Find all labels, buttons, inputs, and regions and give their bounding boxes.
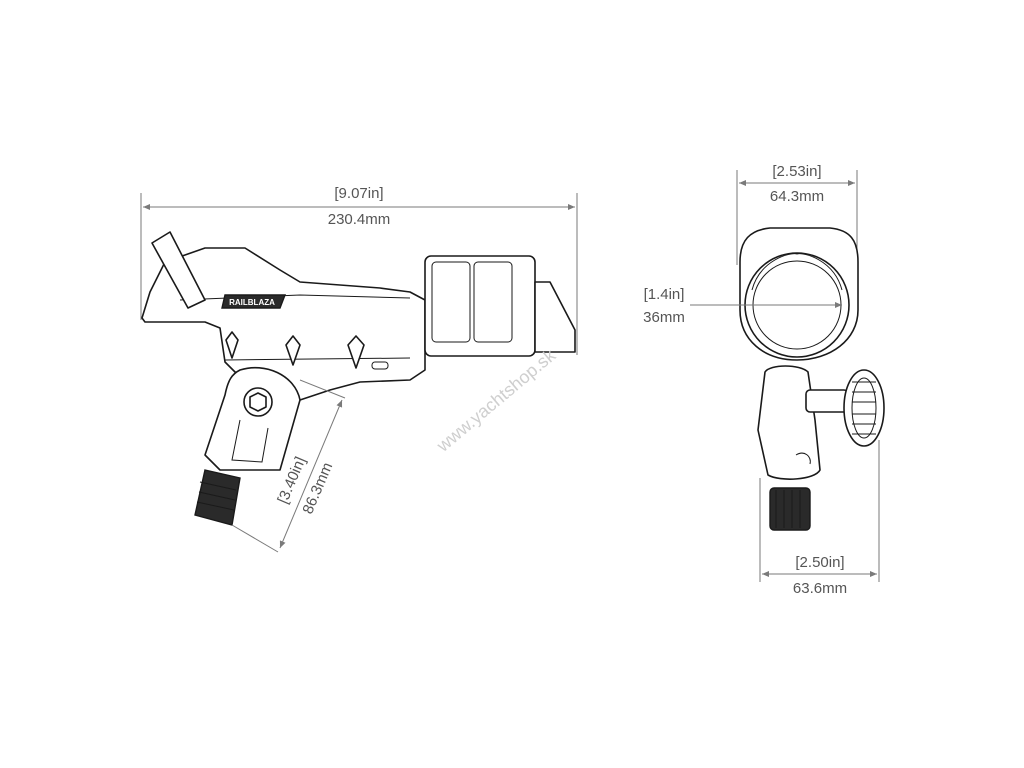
threaded-base xyxy=(194,469,241,526)
brand-plate xyxy=(221,294,287,309)
side-view: [9.07in] 230.4mm RAILBLAZA [3.40in xyxy=(140,185,578,553)
base-mm-label: 63.6mm xyxy=(793,580,847,597)
lever xyxy=(151,231,206,309)
width-in-label: [2.53in] xyxy=(772,163,821,180)
end-view: [2.53in] 64.3mm [1.4in] 36mm [2.50in] 63… xyxy=(643,163,885,597)
swivel-mount xyxy=(204,366,301,471)
base-in-label: [2.50in] xyxy=(795,554,844,571)
length-mm-label: 230.4mm xyxy=(328,211,391,228)
watermark: www.yachtshop.sk xyxy=(432,345,560,457)
bore-mm-label: 36mm xyxy=(643,309,685,326)
width-mm-label: 64.3mm xyxy=(770,188,824,205)
brand-text: RAILBLAZA xyxy=(229,298,275,307)
collar xyxy=(424,255,536,357)
length-in-label: [9.07in] xyxy=(334,185,383,202)
lock-knob xyxy=(843,369,885,447)
bore-in-label: [1.4in] xyxy=(644,286,685,303)
end-stem xyxy=(757,365,821,480)
